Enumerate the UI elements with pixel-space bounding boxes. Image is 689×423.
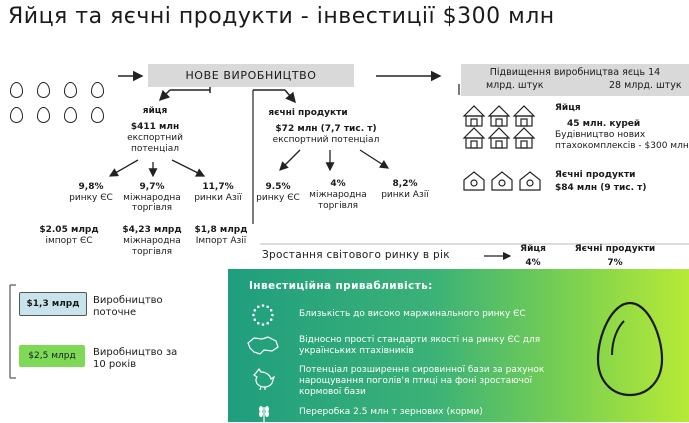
eggs-import-world-label2: торгівля (131, 247, 173, 257)
attractiveness-item3-line1: Потенціал розширення сировинної бази за … (299, 365, 545, 375)
attractiveness-title: Інвестиційна привабливість: (249, 280, 433, 292)
egg-icon (10, 107, 23, 123)
products-amount: $72 млн (7,7 тис. т) (275, 124, 377, 134)
growth-eggs-head: Яйця (520, 244, 546, 254)
products-share-asia: 8,2% (392, 179, 418, 189)
eggs-share-world-label2: торгівля (131, 203, 173, 213)
eggs-potential2: потенціал (131, 144, 179, 154)
storage-silo-icon (463, 171, 541, 191)
poultry-house-icon (462, 105, 536, 127)
growth-products-head: Яєчні продукти (574, 244, 656, 254)
products-share-asia-label: ринки Азії (381, 190, 429, 200)
products-title: яєчні продукти (268, 108, 348, 118)
attractiveness-panel: Інвестиційна привабливість: Близькість д… (228, 269, 689, 423)
products-potential: експортний потенціал (272, 135, 380, 145)
eggs-share-world-label1: міжнародна (123, 193, 181, 203)
egg-icon (64, 82, 77, 98)
right-products-title: Яєчні продукти (555, 170, 636, 180)
poultry-house-icon (462, 127, 536, 149)
eu-stars-icon (252, 304, 274, 326)
products-share-world-label1: міжнародна (309, 190, 367, 200)
right-build2: птахокомплексів - $300 млн (555, 141, 689, 151)
page-title: Яйця та яєчні продукти - інвестиції $300… (8, 4, 555, 29)
hen-icon (253, 367, 276, 391)
eggs-share-world: 9,7% (139, 182, 165, 192)
eggs-import-world-label1: міжнародна (123, 236, 181, 246)
eggs-import-asia-label: Імпорт Азії (195, 236, 247, 246)
egg-icon (37, 82, 50, 98)
products-share-eu: 9.5% (265, 182, 291, 192)
ukraine-map-icon (247, 336, 279, 355)
eggs-import-eu-label: імпорт ЄС (45, 236, 93, 246)
products-share-world: 4% (330, 179, 346, 189)
egg-icon (91, 82, 104, 98)
eggs-title: яйця (142, 106, 168, 116)
eggs-import-asia: $1,8 млрд (194, 225, 248, 235)
increase-to: 28 млрд. штук (609, 80, 682, 91)
attractiveness-item2-line2: українських птахівників (299, 346, 414, 356)
increase-line1: Підвищення виробництва яєць 14 (489, 67, 661, 78)
legend-future-swatch: $2,5 млрд (19, 345, 85, 367)
attractiveness-item2-line1: Відносно прості стандарти якості на ринк… (299, 335, 541, 345)
increase-from: млрд. штук (486, 80, 544, 91)
new-production-box: НОВЕ ВИРОБНИЦТВО (148, 64, 354, 87)
products-share-world-label2: торгівля (317, 201, 359, 211)
attractiveness-item3-line2: нарощування поголів'я птиці на фоні зрос… (299, 376, 532, 386)
legend-future-value: $2,5 млрд (28, 351, 76, 361)
legend-current-swatch: $1,3 млрд (19, 292, 87, 316)
legend-current-value: $1,3 млрд (26, 299, 80, 309)
legend-current-label1: Виробництво (93, 295, 163, 306)
egg-icon (37, 107, 50, 123)
legend-future-label1: Виробництво за (93, 347, 178, 358)
egg-icon (91, 107, 104, 123)
wheat-icon (259, 406, 269, 423)
growth-eggs-val: 4% (525, 258, 541, 268)
right-products-value: $84 млн (9 тис. т) (555, 183, 647, 193)
eggs-share-asia: 11,7% (202, 182, 234, 192)
eggs-potential1: експортний (127, 133, 183, 143)
eggs-share-eu: 9,8% (78, 182, 104, 192)
right-eggs-title: Яйця (555, 103, 581, 113)
egg-icon (64, 107, 77, 123)
increase-box: Підвищення виробництва яєць 14 млрд. шту… (461, 64, 689, 96)
legend-current-label2: поточне (93, 307, 137, 318)
attractiveness-item3-line3: кормової бази (299, 387, 366, 397)
right-hens: 45 млн. курей (567, 119, 641, 129)
eggs-import-eu: $2.05 млрд (39, 225, 99, 235)
attractiveness-item4-line1: Переробка 2.5 млн т зернових (корми) (299, 407, 483, 417)
eggs-amount: $411 млн (130, 122, 180, 132)
egg-outline-icon (596, 301, 664, 397)
eggs-share-asia-label: ринки Азії (194, 193, 242, 203)
legend-future-label2: 10 років (93, 359, 137, 370)
growth-products-val: 7% (607, 258, 623, 268)
right-build1: Будівництво нових (555, 130, 646, 140)
attractiveness-item1-line1: Близькість до високо маржинального ринку… (299, 309, 526, 319)
egg-icon (10, 82, 23, 98)
products-share-eu-label: ринку ЄС (256, 193, 300, 203)
growth-label: Зростання світового ринку в рік (262, 249, 450, 261)
eggs-import-world: $4,23 млрд (122, 225, 182, 235)
eggs-share-eu-label: ринку ЄС (69, 193, 113, 203)
